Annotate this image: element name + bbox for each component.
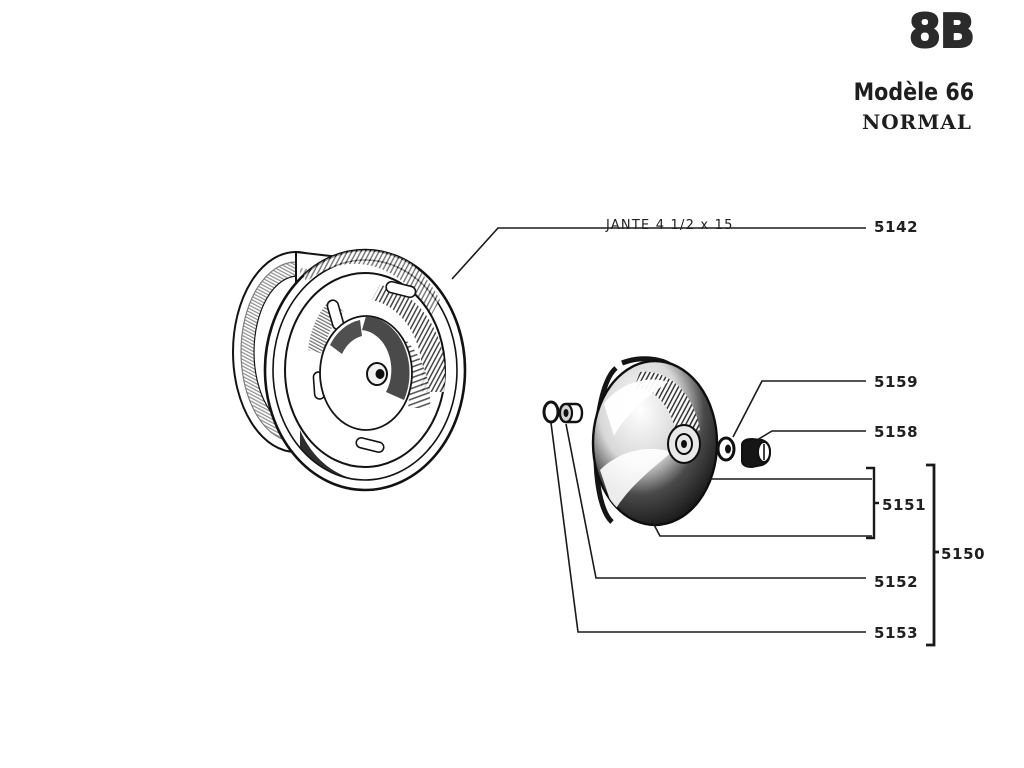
part-ref-5152: 5152 — [874, 573, 919, 591]
part-ref-5151: 5151 — [882, 496, 927, 514]
part-ref-5150: 5150 — [941, 545, 986, 563]
model-variant: NORMAL — [861, 110, 972, 134]
part-label-jante: JANTE 4 1/2 x 15 — [606, 218, 734, 233]
bolt-washer-part — [716, 436, 736, 462]
washer-part — [542, 400, 560, 424]
plate-code: 8B — [908, 4, 976, 58]
model-designation: Modèle 66 — [853, 78, 974, 106]
leader-line-5158 — [756, 430, 866, 441]
rim-hub-shadow — [362, 316, 410, 400]
leader-line-5159 — [732, 380, 866, 438]
bushing-part — [558, 402, 584, 424]
leader-line-5142 — [451, 227, 866, 280]
hubcap-center-bore — [681, 440, 687, 448]
part-ref-5158: 5158 — [874, 423, 919, 441]
leader-line-5152 — [565, 423, 866, 579]
bracket-5150 — [926, 463, 936, 647]
part-ref-5142: 5142 — [874, 218, 919, 236]
leader-line-5153 — [550, 422, 866, 633]
wheel-rim-illustration — [232, 227, 866, 492]
rim-hub-shadow-2 — [330, 320, 362, 354]
rim-center-bore — [375, 369, 385, 379]
hubcap-assembly-illustration — [542, 356, 939, 647]
part-ref-5159: 5159 — [874, 373, 919, 391]
part-ref-5153: 5153 — [874, 624, 919, 642]
leader-line-5151-lower — [651, 520, 872, 537]
hubcap-center-ring — [675, 433, 693, 455]
wheel-bolt-part — [741, 437, 772, 469]
